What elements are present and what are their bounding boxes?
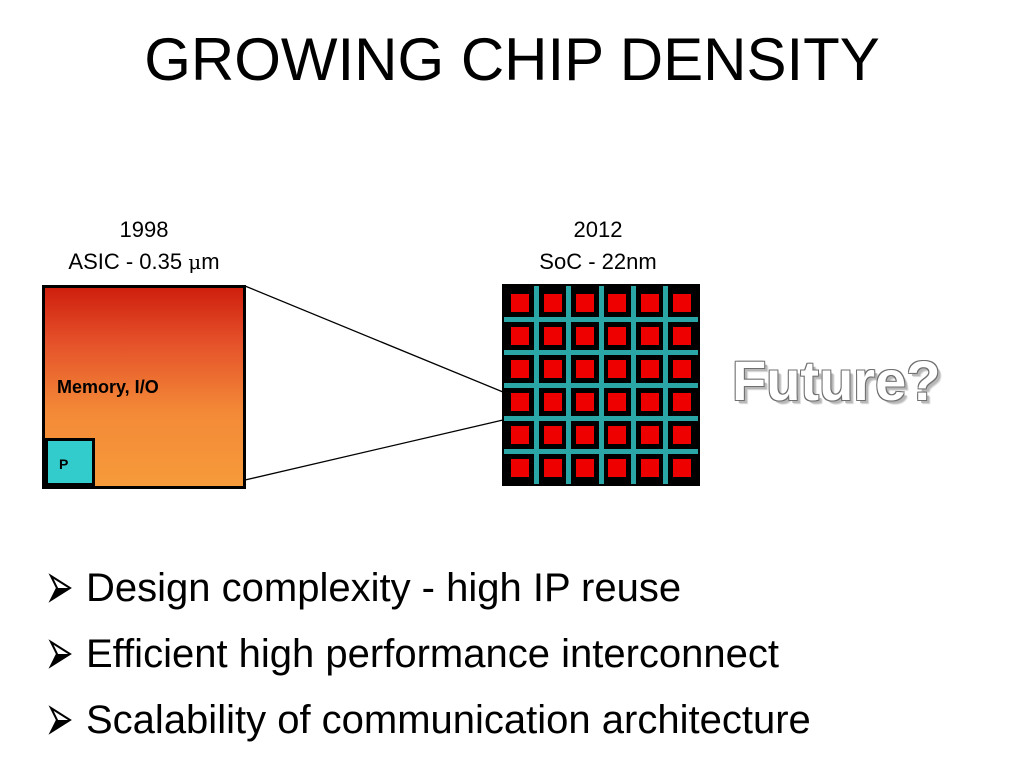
- soc-core-block: [672, 458, 691, 477]
- soc-core-block: [575, 458, 594, 477]
- soc-core-block: [640, 359, 659, 378]
- asic-chip-diagram: Memory, I/O P: [42, 285, 246, 489]
- interconnect-bus-vertical: [630, 286, 636, 484]
- soc-core-block: [608, 392, 627, 411]
- soc-year: 2012: [573, 217, 623, 242]
- interconnect-bus-vertical: [598, 286, 604, 484]
- asic-process-unit: m: [201, 249, 220, 274]
- soc-core-block: [672, 392, 691, 411]
- soc-core-block: [511, 359, 530, 378]
- micro-symbol: μ: [188, 250, 202, 274]
- asic-process: ASIC - 0.35 μm: [34, 246, 254, 278]
- connector-line-top: [244, 285, 504, 393]
- asic-caption: 1998 ASIC - 0.35 μm: [34, 214, 254, 278]
- interconnect-bus-vertical: [663, 286, 669, 484]
- soc-core-block: [672, 326, 691, 345]
- soc-core-block: [543, 293, 562, 312]
- soc-core-block: [640, 326, 659, 345]
- soc-core-block: [640, 458, 659, 477]
- soc-core-block: [511, 392, 530, 411]
- soc-chip-diagram: [502, 284, 700, 486]
- soc-core-block: [672, 359, 691, 378]
- soc-core-block: [672, 425, 691, 444]
- memory-io-region-label: Memory, I/O: [57, 377, 159, 397]
- interconnect-bus-vertical: [566, 286, 572, 484]
- soc-core-block: [575, 293, 594, 312]
- soc-core-block: [543, 425, 562, 444]
- bullet-text: Design complexity - high IP reuse: [86, 566, 682, 610]
- processor-label: P: [59, 456, 69, 472]
- bullet-item: Design complexity - high IP reuse: [48, 560, 811, 626]
- soc-core-block: [640, 293, 659, 312]
- bullet-item: Scalability of communication architectur…: [48, 692, 811, 758]
- bullet-text: Scalability of communication architectur…: [86, 698, 811, 742]
- page-title: GROWING CHIP DENSITY: [144, 26, 880, 93]
- future-label: Future?: [732, 349, 941, 412]
- soc-core-block: [608, 359, 627, 378]
- soc-core-block: [511, 458, 530, 477]
- bullet-item: Efficient high performance interconnect: [48, 626, 811, 692]
- soc-core-block: [575, 359, 594, 378]
- asic-process-prefix: ASIC - 0.35: [68, 249, 189, 274]
- soc-process: SoC - 22nm: [539, 249, 657, 274]
- bullet-text: Efficient high performance interconnect: [86, 632, 779, 676]
- soc-core-block: [543, 458, 562, 477]
- soc-core-block: [511, 293, 530, 312]
- soc-core-block: [543, 392, 562, 411]
- soc-core-block: [608, 458, 627, 477]
- soc-core-block: [575, 392, 594, 411]
- arrow-bullet-icon: [48, 705, 72, 735]
- soc-core-block: [640, 392, 659, 411]
- soc-core-block: [608, 293, 627, 312]
- soc-core-block: [608, 326, 627, 345]
- asic-year: 1998: [119, 217, 169, 242]
- interconnect-bus-vertical: [533, 286, 539, 484]
- soc-core-block: [672, 293, 691, 312]
- soc-core-block: [640, 425, 659, 444]
- soc-core-block: [543, 326, 562, 345]
- soc-core-block: [575, 326, 594, 345]
- soc-core-block: [575, 425, 594, 444]
- soc-core-block: [543, 359, 562, 378]
- soc-core-block: [511, 326, 530, 345]
- soc-caption: 2012 SoC - 22nm: [488, 214, 708, 278]
- processor-block: P: [45, 438, 95, 486]
- arrow-bullet-icon: [48, 573, 72, 603]
- connector-line-bottom: [244, 419, 504, 481]
- soc-core-block: [511, 425, 530, 444]
- arrow-bullet-icon: [48, 639, 72, 669]
- soc-core-block: [608, 425, 627, 444]
